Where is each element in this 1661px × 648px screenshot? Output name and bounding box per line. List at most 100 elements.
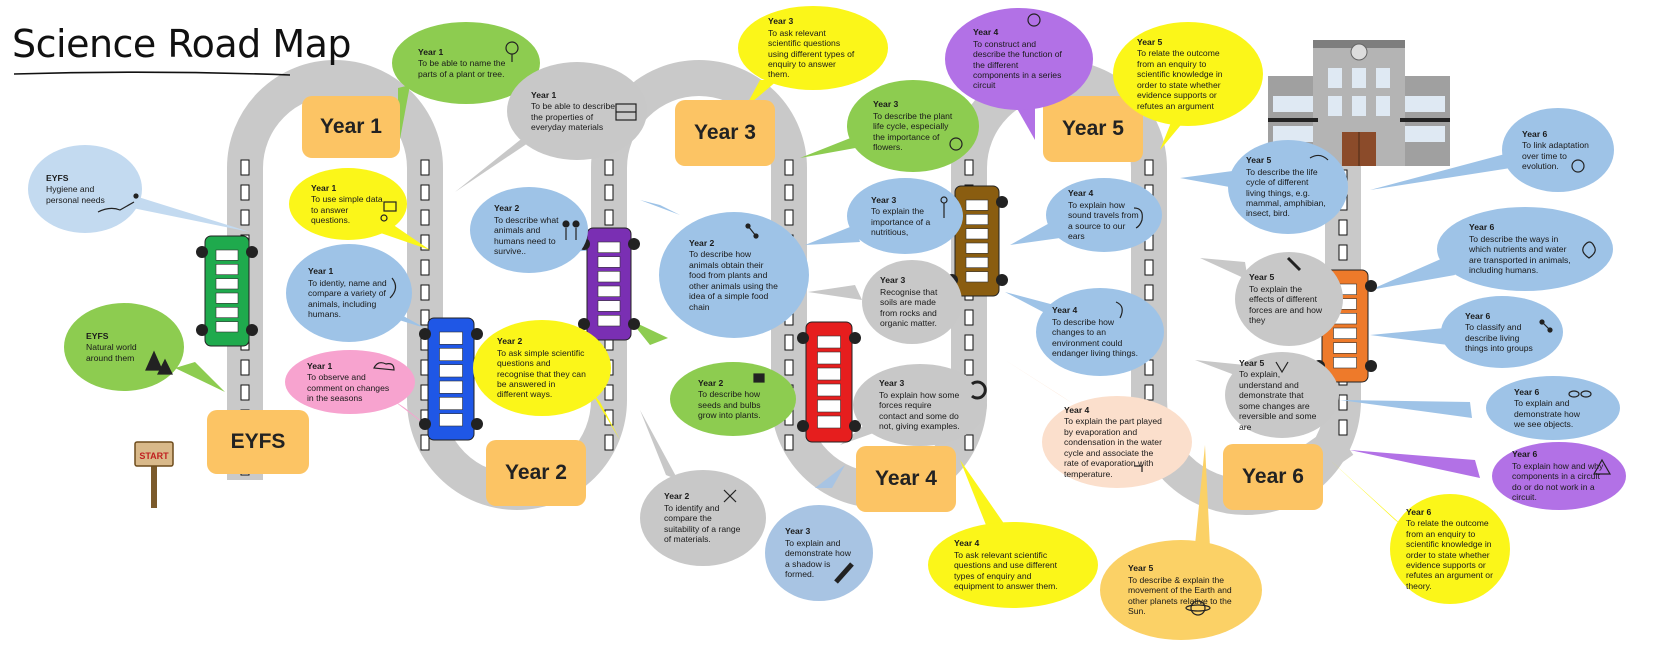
year-box-year5: Year 5: [1043, 96, 1143, 162]
hammer-icon: [1286, 256, 1302, 272]
year-box-year6: Year 6: [1223, 444, 1323, 510]
red-bus: [797, 321, 861, 443]
lane-marking: [1144, 284, 1154, 301]
watering-can-icon: [753, 373, 765, 383]
title-underline: [13, 71, 291, 76]
start-sign-icon: START: [134, 441, 174, 508]
tree-icon: [505, 41, 519, 62]
lane-marking: [604, 434, 614, 451]
lane-marking: [1144, 159, 1154, 176]
lane-marking: [604, 159, 614, 176]
plant-cycle-icon: [949, 137, 963, 151]
stomach-icon: [1115, 301, 1123, 319]
school-building-icon: [1268, 40, 1450, 166]
year-box-year4: Year 4: [856, 446, 956, 512]
torch-icon: [834, 562, 854, 584]
bubble-tails: [118, 80, 1530, 548]
lane-marking: [420, 309, 430, 326]
lane-marking: [240, 159, 250, 176]
lane-marking: [784, 209, 794, 226]
lane-marking: [784, 159, 794, 176]
network-icon: [1539, 319, 1553, 333]
eyes-icon: [1568, 390, 1592, 398]
lane-marking: [240, 359, 250, 376]
lane-marking: [420, 159, 430, 176]
skeleton-icon: [940, 196, 948, 218]
ice-cream-icon: [1275, 361, 1289, 374]
lane-marking: [1338, 394, 1348, 411]
lane-marking: [240, 384, 250, 401]
bricks-icon: [615, 103, 637, 121]
lane-marking: [420, 434, 430, 451]
family-icon: [562, 220, 580, 240]
year-box-year3: Year 3: [675, 100, 775, 166]
food-chain-icon: [745, 223, 759, 239]
lane-marking: [1338, 419, 1348, 436]
heart-icon: [1582, 241, 1596, 259]
lane-marking: [784, 334, 794, 351]
lane-marking: [1338, 244, 1348, 261]
planet-icon: [1185, 600, 1211, 616]
lane-marking: [420, 234, 430, 251]
lane-marking: [420, 284, 430, 301]
lane-marking: [604, 209, 614, 226]
lane-marking: [784, 184, 794, 201]
lane-marking: [964, 159, 974, 176]
lane-marking: [240, 209, 250, 226]
blue-bus: [419, 317, 483, 441]
ear-icon: [1133, 207, 1143, 229]
year-box-year1: Year 1: [302, 96, 400, 158]
magnet-icon: [971, 380, 987, 400]
lane-marking: [964, 434, 974, 451]
start-sign-label: START: [139, 451, 169, 461]
virus-icon: [1571, 159, 1585, 173]
lane-marking: [964, 309, 974, 326]
enquiry-icon: [380, 201, 397, 222]
trees-icon: [145, 350, 173, 375]
animal-icon: [389, 277, 397, 299]
chameleon-icon: [1309, 154, 1329, 161]
light-bulb-icon: [1027, 13, 1041, 27]
lane-marking: [420, 259, 430, 276]
hand-wash-icon: [97, 193, 139, 213]
tools-icon: [723, 489, 737, 503]
page-title: Science Road Map: [12, 22, 352, 66]
tap-icon: [1134, 465, 1143, 472]
lane-marking: [784, 359, 794, 376]
lane-marking: [1144, 259, 1154, 276]
lane-marking: [604, 384, 614, 401]
green-bus: [196, 235, 258, 347]
lane-marking: [1338, 219, 1348, 236]
cloud-rain-icon: [373, 362, 395, 371]
lane-marking: [420, 184, 430, 201]
lane-marking: [784, 434, 794, 451]
